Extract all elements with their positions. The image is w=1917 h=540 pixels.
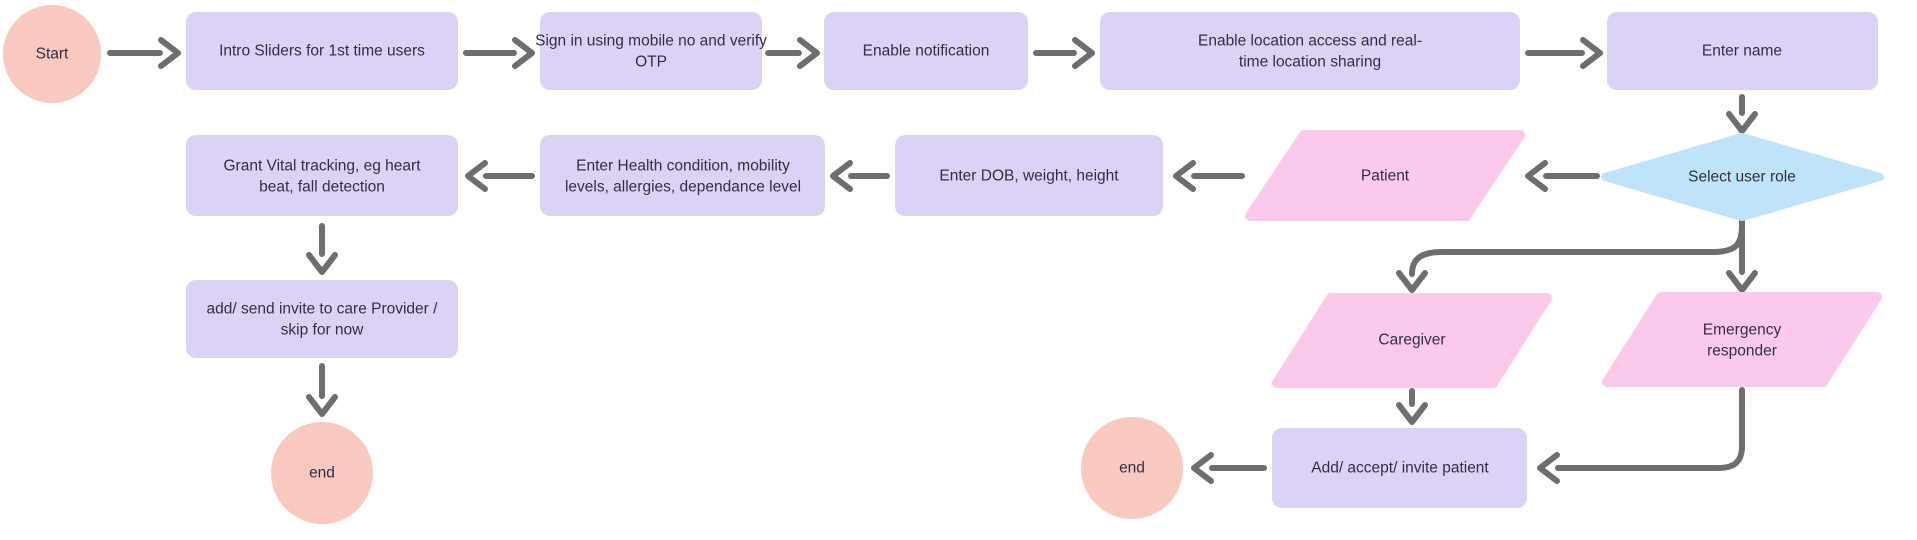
sign-in-label-line1: Sign in using mobile no and verify xyxy=(535,33,767,50)
patient-label: Patient xyxy=(1361,168,1410,185)
arrow-location-to-entername xyxy=(1525,37,1603,69)
arrow-caregiver-to-add xyxy=(1396,388,1428,425)
intro-sliders-shape xyxy=(186,12,458,90)
enable-notification-label: Enable notification xyxy=(863,43,990,60)
arrow-add-to-end xyxy=(1191,452,1267,484)
enter-health-shape xyxy=(540,135,825,216)
arrow-role-to-patient xyxy=(1525,160,1600,192)
invite-provider-shape xyxy=(186,280,458,358)
enable-location-shape xyxy=(1100,12,1520,90)
intro-sliders-label: Intro Sliders for 1st time users xyxy=(219,43,425,60)
sign-in-label-line2: OTP xyxy=(635,54,667,71)
node-enable-location: Enable location access and real- time lo… xyxy=(1100,12,1520,90)
node-invite-provider: add/ send invite to care Provider / skip… xyxy=(186,280,458,358)
connectors xyxy=(107,37,1758,484)
start-label: Start xyxy=(36,46,69,63)
enter-dob-shape xyxy=(895,135,1163,216)
enable-location-label-line1: Enable location access and real- xyxy=(1198,33,1422,50)
arrow-invite-to-end xyxy=(306,363,338,417)
caregiver-shape xyxy=(1272,293,1552,388)
grant-vitals-label-line2: beat, fall detection xyxy=(259,179,385,196)
node-enter-dob: Enter DOB, weight, height xyxy=(895,135,1163,216)
node-caregiver: Caregiver xyxy=(1272,293,1552,388)
grant-vitals-shape xyxy=(186,135,458,216)
node-end-left: end xyxy=(271,422,373,524)
node-patient: Patient xyxy=(1245,130,1525,221)
caregiver-label: Caregiver xyxy=(1378,332,1445,349)
arrow-entername-to-role xyxy=(1726,94,1758,134)
arrow-intro-to-signin xyxy=(463,37,535,69)
emergency-responder-label-line2: responder xyxy=(1707,343,1777,360)
arrow-dob-to-health xyxy=(830,160,890,192)
node-end-right: end xyxy=(1081,417,1183,519)
node-enter-health: Enter Health condition, mobility levels,… xyxy=(540,135,825,216)
end-right-terminator-shape xyxy=(1081,417,1183,519)
arrow-notification-to-location xyxy=(1033,37,1095,69)
enter-name-shape xyxy=(1607,12,1878,90)
node-intro-sliders: Intro Sliders for 1st time users xyxy=(186,12,458,90)
node-add-accept-invite: Add/ accept/ invite patient xyxy=(1272,428,1527,508)
arrow-responder-to-add xyxy=(1537,387,1745,484)
node-grant-vitals: Grant Vital tracking, eg heart beat, fal… xyxy=(186,135,458,216)
emergency-responder-label-line1: Emergency xyxy=(1703,322,1782,339)
arrow-start-to-intro xyxy=(107,37,181,69)
arrow-signin-to-notification xyxy=(765,37,820,69)
arrow-health-to-vitals xyxy=(465,160,535,192)
node-select-user-role: Select user role xyxy=(1601,133,1884,221)
sign-in-shape xyxy=(540,12,762,90)
enter-health-label-line1: Enter Health condition, mobility xyxy=(576,158,790,175)
arrow-patient-to-dob xyxy=(1173,160,1245,192)
node-enable-notification: Enable notification xyxy=(824,12,1028,90)
arrow-vitals-to-invite xyxy=(306,223,338,275)
start-terminator-shape xyxy=(3,5,101,103)
node-start: Start xyxy=(3,5,101,103)
invite-provider-label-line2: skip for now xyxy=(281,322,365,339)
enter-name-label: Enter name xyxy=(1702,43,1782,60)
node-sign-in: Sign in using mobile no and verify OTP xyxy=(535,12,767,90)
invite-provider-label-line1: add/ send invite to care Provider / xyxy=(207,301,439,318)
arrow-role-to-caregiver xyxy=(1396,223,1745,293)
enter-dob-label: Enter DOB, weight, height xyxy=(939,168,1119,185)
end-left-terminator-shape xyxy=(271,422,373,524)
add-accept-invite-label: Add/ accept/ invite patient xyxy=(1311,460,1489,477)
patient-shape xyxy=(1245,130,1525,221)
grant-vitals-label-line1: Grant Vital tracking, eg heart xyxy=(223,158,421,175)
node-emergency-responder: Emergency responder xyxy=(1602,292,1882,387)
emergency-responder-shape xyxy=(1602,292,1882,387)
select-user-role-shape xyxy=(1601,133,1884,221)
enter-health-label-line2: levels, allergies, dependance level xyxy=(565,179,801,196)
end-right-label: end xyxy=(1119,460,1145,477)
enable-location-label-line2: time location sharing xyxy=(1239,54,1381,71)
add-accept-invite-shape xyxy=(1272,428,1527,508)
enable-notification-shape xyxy=(824,12,1028,90)
node-enter-name: Enter name xyxy=(1607,12,1878,90)
select-user-role-label: Select user role xyxy=(1688,169,1796,186)
end-left-label: end xyxy=(309,465,335,482)
